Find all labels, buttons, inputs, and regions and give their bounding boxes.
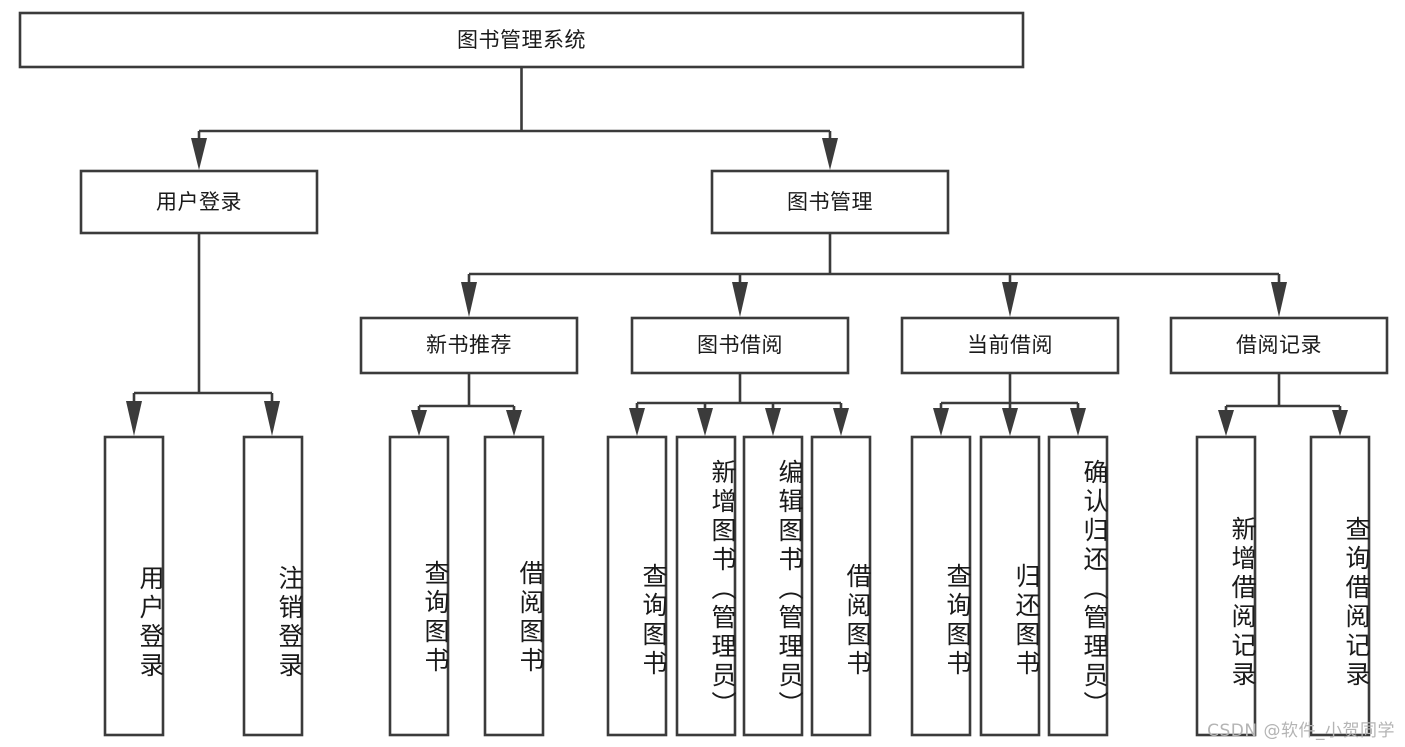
node-leaf-add-record-box[interactable] xyxy=(1195,435,1257,737)
node-new-book-recommend-label: 新书推荐 xyxy=(426,333,512,357)
node-leaf-user-login-box[interactable] xyxy=(103,435,165,737)
arrow-head-new-book-recommend xyxy=(461,282,477,317)
node-borrow-record-label: 借阅记录 xyxy=(1236,333,1322,357)
node-book-borrow[interactable]: 图书借阅 xyxy=(630,316,850,375)
node-leaf-return-book-box[interactable] xyxy=(979,435,1041,737)
node-current-borrow[interactable]: 当前借阅 xyxy=(900,316,1120,375)
arrow-head-leaf-logout xyxy=(264,401,280,436)
node-new-book-recommend[interactable]: 新书推荐 xyxy=(359,316,579,375)
csdn-watermark: CSDN @软件_小贺同学 xyxy=(1207,721,1395,741)
arrow-head-current-borrow xyxy=(1002,282,1018,317)
arrow-head-leaf-query-book-3 xyxy=(933,408,949,436)
arrow-head-user-login xyxy=(191,138,207,170)
arrow-head-leaf-borrow-book-1 xyxy=(506,410,522,436)
arrow-head-leaf-return-book xyxy=(1002,408,1018,436)
node-root[interactable]: 图书管理系统 xyxy=(18,11,1025,69)
arrow-head-leaf-add-book xyxy=(697,408,713,436)
node-user-login-box[interactable] xyxy=(79,169,319,235)
arrow-head-leaf-edit-book xyxy=(765,408,781,436)
node-leaf-logout-box[interactable] xyxy=(242,435,304,737)
arrow-head-leaf-query-book-1 xyxy=(411,410,427,436)
node-leaf-borrow-book-2-box[interactable] xyxy=(810,435,872,737)
arrow-head-leaf-query-record xyxy=(1332,410,1348,436)
node-root-label: 图书管理系统 xyxy=(457,28,586,52)
node-book-borrow-label: 图书借阅 xyxy=(697,333,783,357)
node-borrow-record[interactable]: 借阅记录 xyxy=(1169,316,1389,375)
node-new-book-recommend-box[interactable] xyxy=(359,316,579,375)
arrow-head-leaf-borrow-book-2 xyxy=(833,408,849,436)
node-leaf-edit-book-box[interactable] xyxy=(742,435,804,737)
node-book-manage-box[interactable] xyxy=(710,169,950,235)
edge-group-current-borrow xyxy=(933,373,1086,436)
node-leaf-query-book-1-box[interactable] xyxy=(388,435,450,737)
arrow-head-leaf-query-book-2 xyxy=(629,408,645,436)
node-leaf-query-record-box[interactable] xyxy=(1309,435,1371,737)
node-book-manage-label: 图书管理 xyxy=(787,190,873,214)
arrow-head-leaf-add-record xyxy=(1218,410,1234,436)
node-book-borrow-box[interactable] xyxy=(630,316,850,375)
node-leaf-confirm-return-box[interactable] xyxy=(1047,435,1109,737)
arrow-head-book-borrow xyxy=(732,282,748,317)
arrow-head-book-manage xyxy=(822,138,838,170)
edge-group-book-borrow xyxy=(629,373,849,436)
arrow-head-borrow-record xyxy=(1271,282,1287,317)
node-user-login[interactable]: 用户登录 xyxy=(79,169,319,235)
edge-group-user-login xyxy=(126,233,280,436)
node-leaf-add-book-box[interactable] xyxy=(675,435,737,737)
arrow-head-leaf-user-login xyxy=(126,401,142,436)
edge-group-new-book-recommend xyxy=(411,373,522,436)
arrow-head-leaf-confirm-return xyxy=(1070,408,1086,436)
node-current-borrow-box[interactable] xyxy=(900,316,1120,375)
leaf-boxes xyxy=(103,435,1371,737)
node-book-manage[interactable]: 图书管理 xyxy=(710,169,950,235)
edge-group-borrow-record xyxy=(1218,373,1348,436)
node-user-login-label: 用户登录 xyxy=(156,190,242,214)
node-current-borrow-label: 当前借阅 xyxy=(967,333,1053,357)
node-leaf-query-book-2-box[interactable] xyxy=(606,435,668,737)
edge-group-book-manage xyxy=(461,233,1287,317)
node-leaf-query-book-3-box[interactable] xyxy=(910,435,972,737)
node-root-box[interactable] xyxy=(18,11,1025,69)
node-borrow-record-box[interactable] xyxy=(1169,316,1389,375)
node-leaf-borrow-book-1-box[interactable] xyxy=(483,435,545,737)
edge-group-root xyxy=(191,67,838,170)
